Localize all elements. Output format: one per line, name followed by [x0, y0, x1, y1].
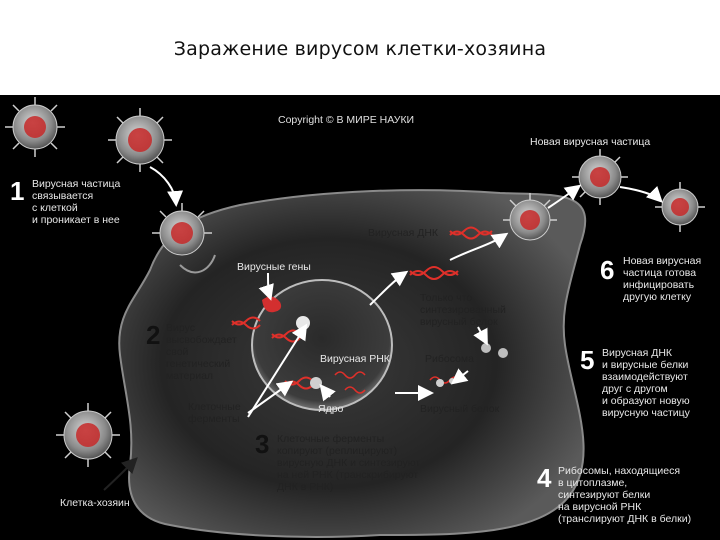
step-6-number: 6 — [600, 257, 614, 283]
label-nucleus: Ядро — [318, 403, 343, 415]
label-ribosome: Рибосома — [425, 353, 474, 365]
label-viral-rna: Вирусная РНК — [320, 353, 390, 365]
label-host-cell: Клетка-хозяин — [60, 497, 130, 509]
label-viral-dna: Вирусная ДНК — [368, 227, 438, 239]
step-3-number: 3 — [255, 431, 269, 457]
step-2-text: Вирус высвобождает свой генетический мат… — [166, 322, 237, 382]
label-new-virus-particle: Новая вирусная частица — [530, 136, 650, 148]
label-viral-protein: Вирусный белок — [420, 403, 499, 415]
step-4-text: Рибосомы, находящиеся в цитоплазме, синт… — [558, 465, 691, 525]
diagram-panel: Copyright © В МИРЕ НАУКИ Новая вирусная … — [0, 95, 720, 540]
step-4-number: 4 — [537, 465, 551, 491]
enzyme-2 — [310, 377, 322, 389]
ribosome-1 — [481, 343, 491, 353]
step-5-text: Вирусная ДНК и вирусные белки взаимодейс… — [602, 347, 690, 419]
step-3-text: Клеточные ферменты копируют (реплицируют… — [277, 433, 420, 493]
step-6-text: Новая вирусная частица готова инфицирова… — [623, 255, 701, 303]
step-5-number: 5 — [580, 347, 594, 373]
step-1-number: 1 — [10, 178, 24, 204]
label-viral-genes: Вирусные гены — [237, 261, 311, 273]
copyright-notice: Copyright © В МИРЕ НАУКИ — [278, 114, 414, 126]
step-2-number: 2 — [146, 322, 160, 348]
step-1-text: Вирусная частица связывается с клеткой и… — [32, 178, 120, 226]
enzyme-1 — [296, 316, 310, 330]
ribosome-2 — [498, 348, 508, 358]
label-new-viral-protein: Только что синтезированный вирусный бело… — [420, 292, 506, 328]
slide-title: Заражение вирусом клетки-хозяина — [0, 38, 720, 60]
ribosome-3 — [436, 379, 444, 387]
label-cell-enzymes: Клеточные ферменты — [188, 401, 241, 425]
